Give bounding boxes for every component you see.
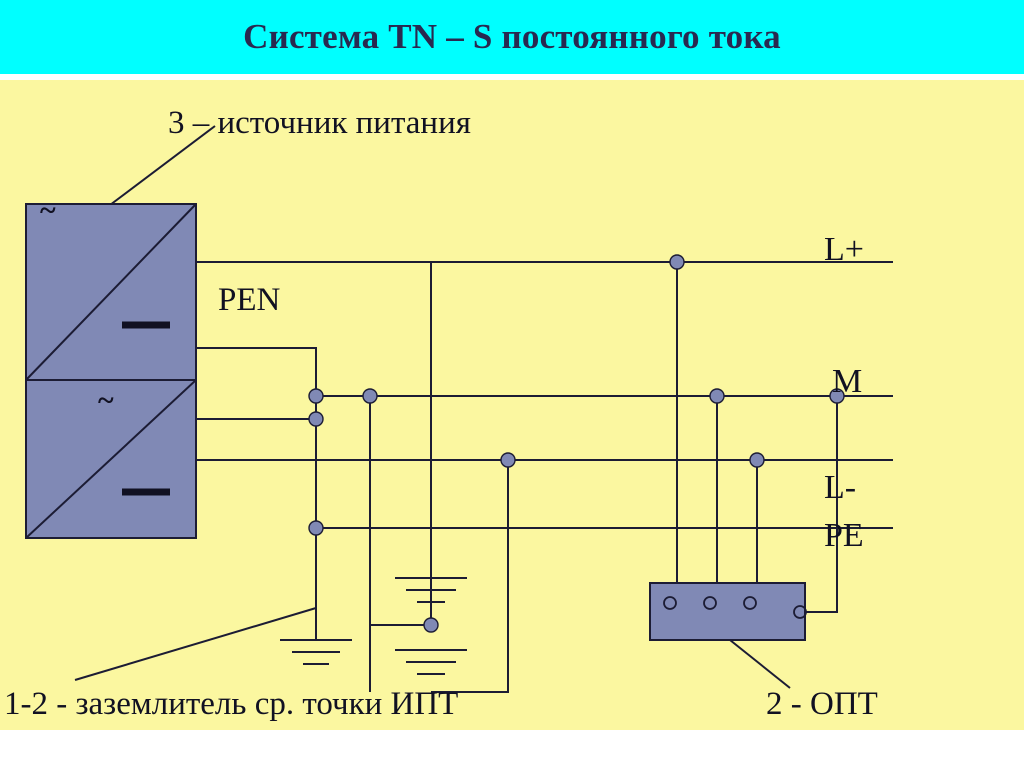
pen-label: PEN (218, 282, 281, 318)
rectifier-lower-ac-symbol: ~ (98, 384, 114, 417)
caption-right: 2 - ОПТ (766, 686, 878, 722)
diagram-canvas: ~ ~ (0, 80, 1024, 730)
load-terminal-3 (743, 596, 757, 610)
bus-label-pe: PE (824, 517, 864, 554)
grounding-leader-line (74, 607, 317, 681)
load-terminal-4-pe (793, 605, 807, 619)
node-pen-339 (308, 411, 324, 427)
opt-load-block (649, 582, 807, 641)
caption-left: 1-2 - заземлитель ср. точки ИПТ (4, 686, 458, 722)
node-m-837 (829, 388, 845, 404)
node-pen-m-316 (308, 388, 324, 404)
drop-line-pe-to-load (805, 396, 838, 613)
ground-mid-upper (395, 577, 467, 603)
return-path-508 (431, 460, 509, 693)
ground-left-pen (280, 639, 352, 665)
bus-label-l-plus: L+ (824, 231, 864, 268)
rectifier-upper: ~ (25, 194, 197, 381)
node-m-717 (709, 388, 725, 404)
opt-leader-line (729, 639, 791, 689)
bottom-white-strip (0, 730, 1024, 767)
page-title: Система TN – S постоянного тока (243, 16, 781, 56)
node-mid-ground-link (423, 617, 439, 633)
rectifier-upper-ac-symbol: ~ (40, 194, 56, 227)
node-pe-316 (308, 520, 324, 536)
pen-conductor (196, 347, 317, 640)
source-leader-line (109, 125, 216, 206)
node-l-plus-677 (669, 254, 685, 270)
circuit-diagram-svg: ~ ~ (4, 105, 893, 722)
rectifier-lower: ~ (25, 379, 197, 539)
bus-label-l-minus: L- (824, 469, 856, 506)
node-m-370 (362, 388, 378, 404)
node-l-minus-757 (749, 452, 765, 468)
load-terminal-1 (663, 596, 677, 610)
ground-mid-lower (395, 649, 467, 675)
source-annotation-label: 3 – источник питания (168, 105, 471, 141)
bus-label-m: M (832, 363, 862, 400)
load-terminal-2 (703, 596, 717, 610)
title-banner: Система TN – S постоянного тока (0, 0, 1024, 74)
node-l-minus-508 (500, 452, 516, 468)
